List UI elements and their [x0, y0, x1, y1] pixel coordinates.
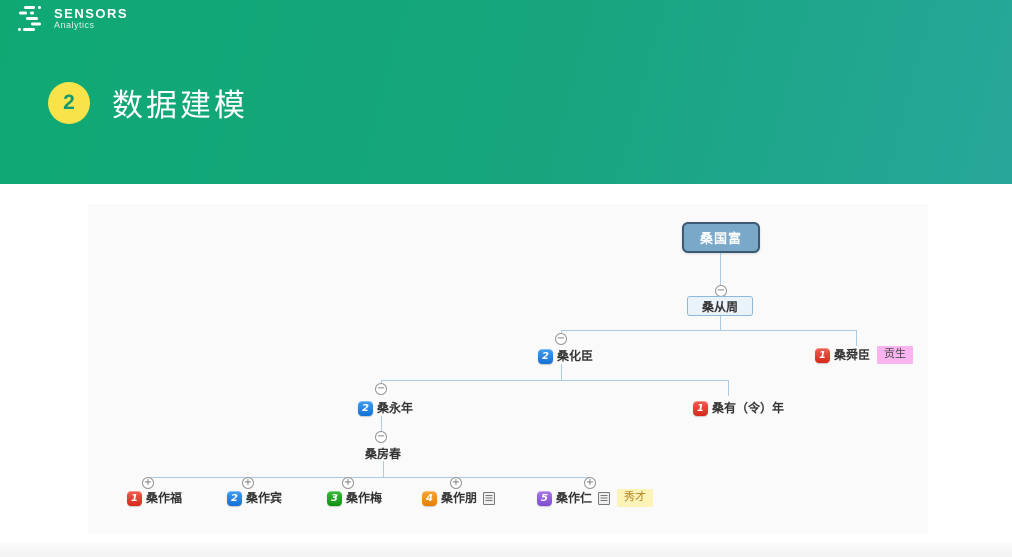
- tree-node-congzhou[interactable]: 桑从周: [687, 296, 753, 316]
- sensors-logo-icon: [18, 6, 41, 31]
- sensors-logo: SENSORS Analytics: [18, 5, 128, 33]
- notes-icon[interactable]: [598, 491, 611, 505]
- collapse-toggle-icon[interactable]: −: [375, 383, 387, 395]
- rank-badge: 1: [815, 347, 830, 363]
- tree-node-zuoren[interactable]: 5 桑作仁 秀才: [537, 489, 654, 507]
- section-number-badge: 2: [48, 81, 90, 124]
- expand-toggle-icon[interactable]: +: [450, 477, 462, 489]
- rank-badge: 2: [538, 348, 553, 364]
- tree-node-fangchun[interactable]: 桑房春: [365, 447, 402, 461]
- logo-title: SENSORS: [54, 5, 129, 21]
- section-header: 2 数据建模: [48, 80, 248, 125]
- connector-line: [728, 380, 729, 396]
- tree-node-zuofu[interactable]: 1 桑作福: [127, 490, 182, 506]
- expand-toggle-icon[interactable]: +: [142, 477, 154, 489]
- rank-badge: 1: [127, 490, 142, 506]
- connector-line: [383, 461, 384, 477]
- logo-subtitle: Analytics: [54, 20, 95, 31]
- connector-line: [561, 330, 562, 334]
- node-label: 桑永年: [377, 401, 414, 415]
- collapse-toggle-icon[interactable]: −: [555, 333, 567, 345]
- header-banner: SENSORS Analytics 2 数据建模: [0, 0, 1012, 184]
- tree-node-younian[interactable]: 1 桑有（令）年: [693, 400, 784, 416]
- rank-badge: 4: [422, 490, 437, 506]
- tree-node-zuopeng[interactable]: 4 桑作朋: [422, 490, 496, 506]
- connector-line: [561, 364, 562, 380]
- family-tree-card: − − − − + + + + + 桑国富 桑从周 2 桑化臣 1 桑舜臣 贡生…: [88, 204, 928, 533]
- node-label: 桑有（令）年: [712, 401, 785, 415]
- connector-line: [856, 330, 857, 346]
- connector-line: [381, 380, 728, 381]
- tree-node-zuobin[interactable]: 2 桑作宾: [227, 490, 282, 506]
- connector-line: [148, 477, 590, 478]
- tree-node-huachen[interactable]: 2 桑化臣: [538, 348, 593, 364]
- connector-line: [720, 316, 721, 330]
- expand-toggle-icon[interactable]: +: [584, 477, 596, 489]
- node-label: 桑作宾: [246, 491, 283, 505]
- title-tag: 贡生: [877, 346, 914, 364]
- connector-line: [381, 416, 382, 431]
- connector-line: [720, 253, 721, 285]
- rank-badge: 5: [537, 490, 552, 506]
- expand-toggle-icon[interactable]: +: [242, 477, 254, 489]
- tree-node-yongnian[interactable]: 2 桑永年: [358, 400, 413, 416]
- rank-badge: 2: [358, 400, 373, 416]
- node-label: 桑作福: [146, 491, 183, 505]
- rank-badge: 1: [693, 400, 708, 416]
- node-label: 桑作仁: [556, 491, 593, 505]
- notes-icon[interactable]: [483, 491, 496, 505]
- node-label: 桑化臣: [557, 349, 594, 363]
- expand-toggle-icon[interactable]: +: [342, 477, 354, 489]
- page-title: 数据建模: [112, 88, 248, 123]
- page-bottom-divider: [0, 543, 1012, 557]
- connector-line: [561, 330, 856, 331]
- collapse-toggle-icon[interactable]: −: [375, 431, 387, 443]
- node-label: 桑舜臣: [834, 348, 871, 362]
- tree-node-shunchen[interactable]: 1 桑舜臣 贡生: [815, 346, 914, 364]
- logo-text: SENSORS Analytics: [54, 5, 129, 31]
- connector-line: [381, 380, 382, 384]
- rank-badge: 2: [227, 490, 242, 506]
- title-tag: 秀才: [617, 489, 654, 507]
- node-label: 桑作朋: [441, 491, 478, 505]
- node-label: 桑作梅: [346, 491, 383, 505]
- rank-badge: 3: [327, 490, 342, 506]
- tree-node-zuomei[interactable]: 3 桑作梅: [327, 490, 382, 506]
- tree-node-root[interactable]: 桑国富: [682, 222, 760, 253]
